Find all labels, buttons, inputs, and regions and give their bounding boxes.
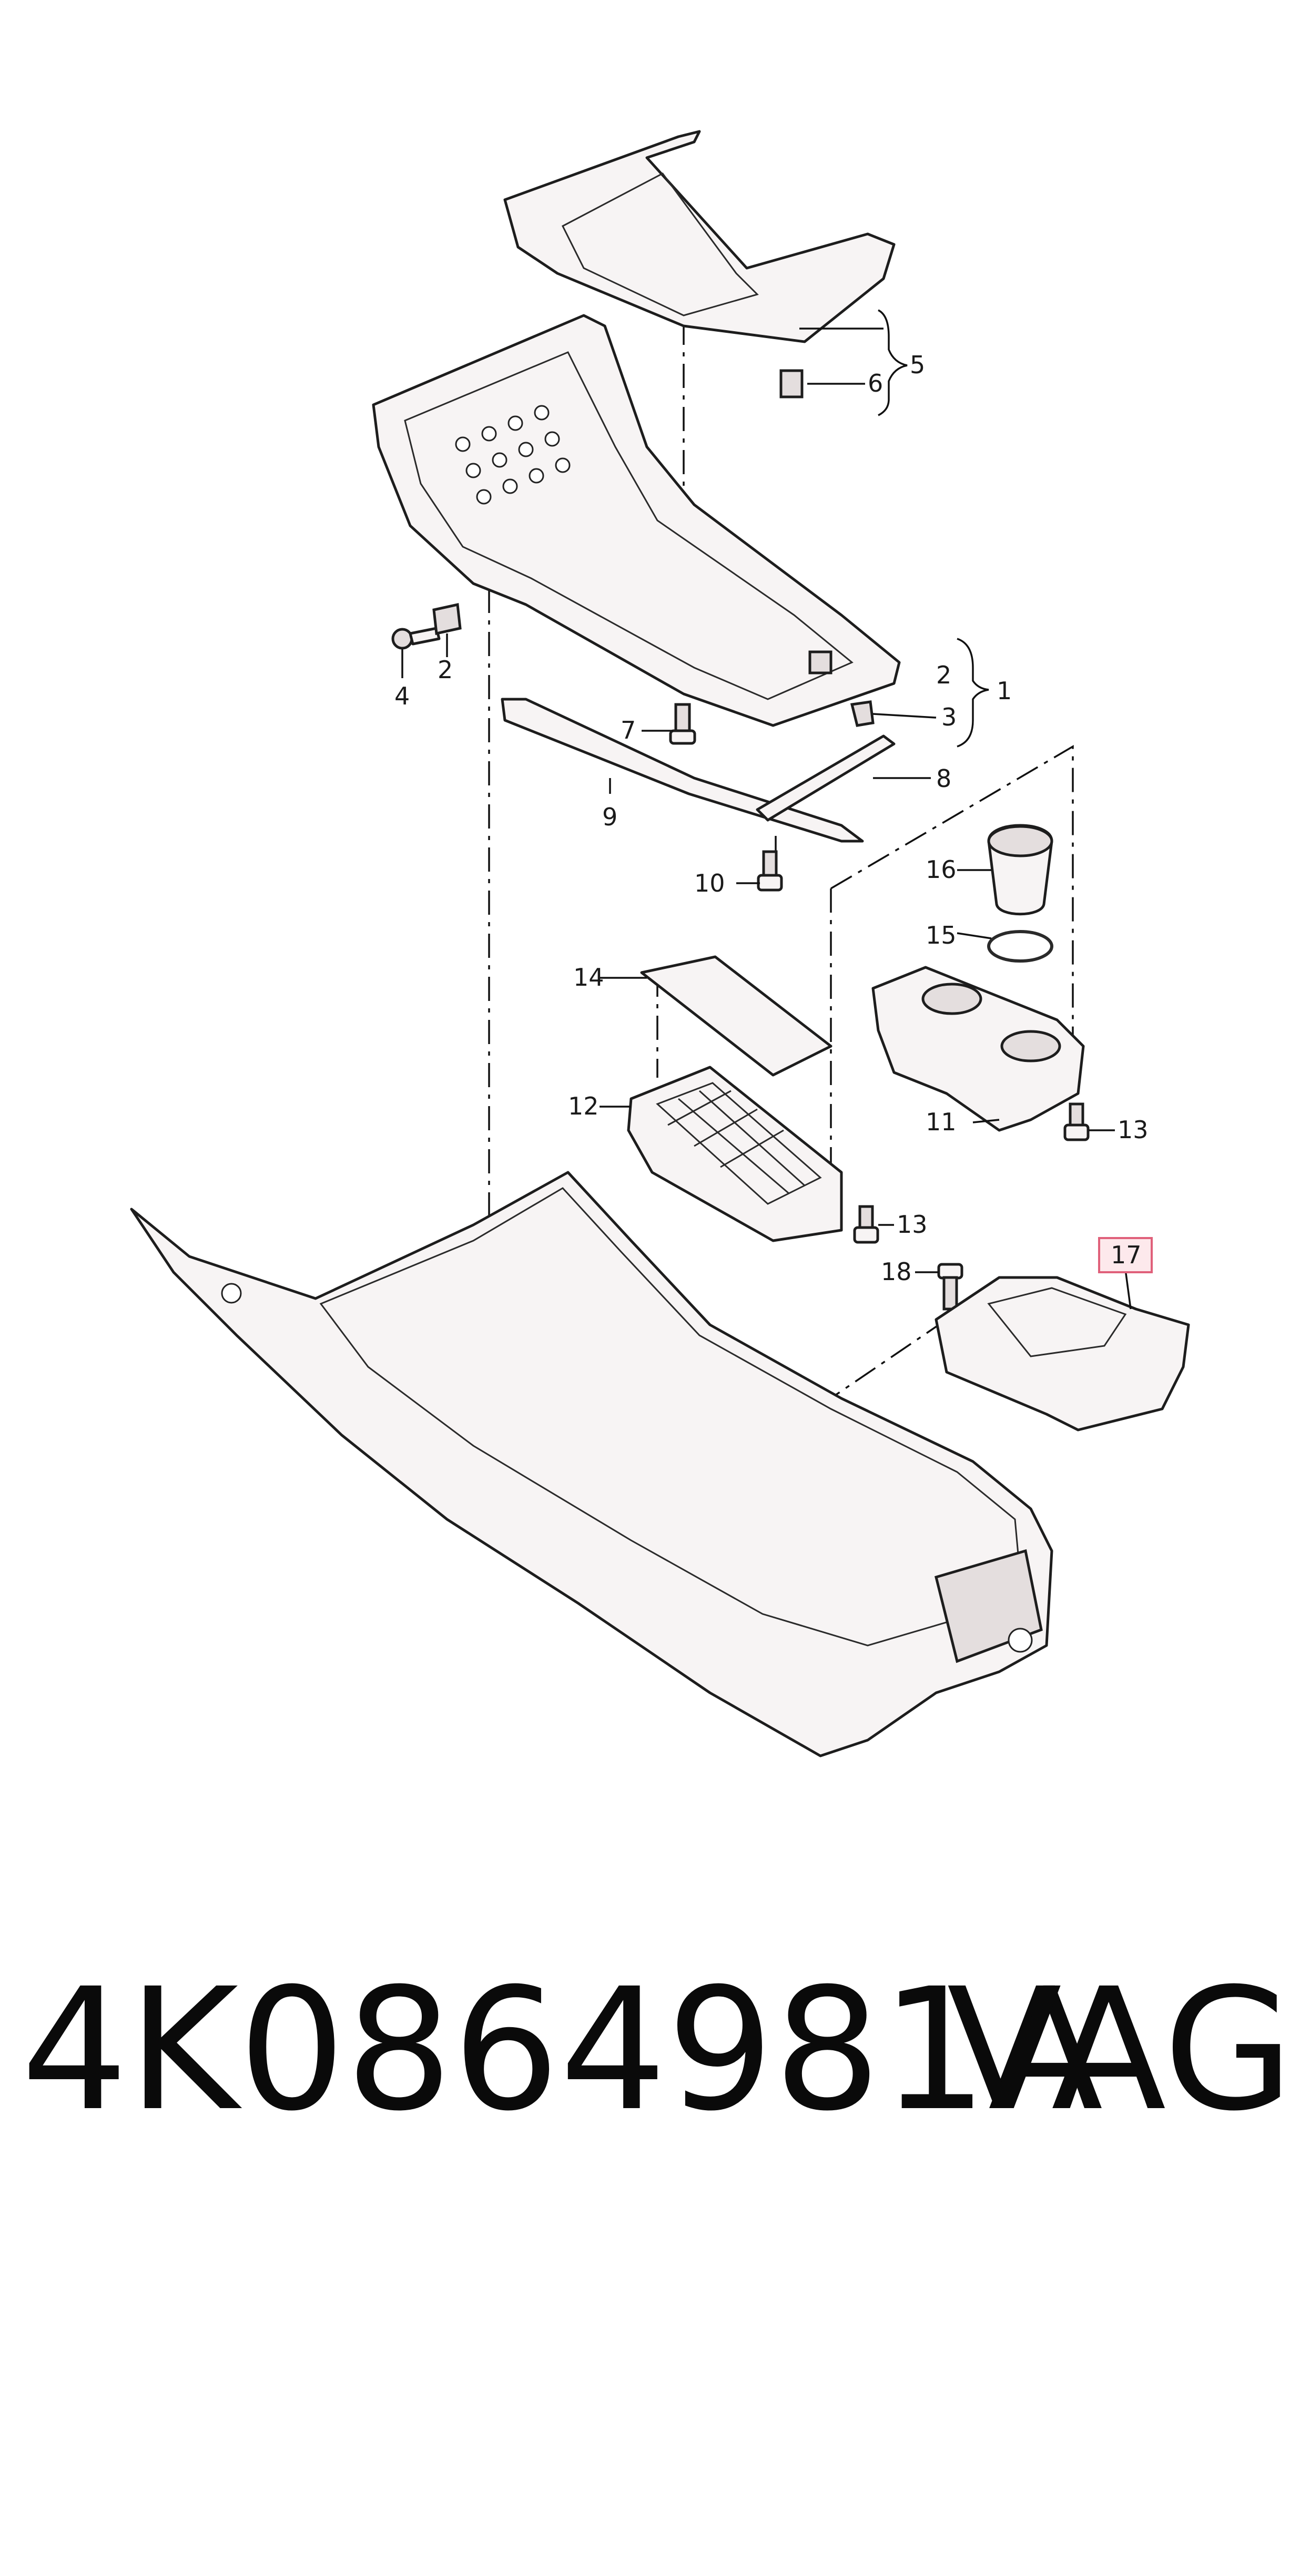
- callout-7: 7: [621, 716, 636, 744]
- callout-labels: 1 2 2 3 4 5 6 7 8 9 10 11 12 13 13 14 15…: [394, 351, 1149, 1286]
- diagram-canvas: 1 2 2 3 4 5 6 7 8 9 10 11 12 13 13 14 15…: [130, 130, 1190, 1757]
- part-screw-4: [391, 627, 441, 650]
- part-number: 4K0864981A: [21, 1953, 1103, 2148]
- callout-5: 5: [910, 351, 925, 379]
- part-pad-14: [640, 955, 832, 1077]
- part-cup-insert-16: [987, 824, 1053, 916]
- callout-18: 18: [881, 1258, 912, 1286]
- callout-13-middle: 13: [897, 1210, 928, 1239]
- callout-11: 11: [926, 1108, 957, 1136]
- callout-14: 14: [573, 963, 604, 991]
- part-clip-3: [850, 700, 875, 727]
- part-module-12: [627, 1066, 843, 1242]
- callout-13-right: 13: [1118, 1116, 1149, 1144]
- part-console-frame: [372, 314, 901, 727]
- part-tray-17: [935, 1276, 1190, 1432]
- exploded-parts-diagram: 1 2 2 3 4 5 6 7 8 9 10 11 12 13 13 14 15…: [21, 130, 1294, 2155]
- callout-10: 10: [694, 869, 725, 897]
- callout-3: 3: [941, 703, 957, 731]
- part-strip-8: [756, 734, 896, 822]
- brand-name: VAG: [947, 1953, 1294, 2148]
- callout-9: 9: [602, 803, 617, 831]
- part-cup-holder-11: [871, 966, 1085, 1132]
- part-ring-15: [987, 930, 1053, 963]
- callout-6: 6: [868, 369, 883, 397]
- caption: 4K0864981A VAG: [21, 1945, 1294, 2155]
- console-frame-holes: [455, 405, 571, 505]
- part-screw-10: [757, 850, 783, 892]
- part-screw-13-middle: [853, 1205, 879, 1244]
- part-clip-2: [432, 602, 462, 636]
- part-clip-6: [779, 369, 804, 398]
- callout-8: 8: [936, 764, 951, 793]
- callout-1: 1: [997, 677, 1012, 705]
- leader-lines: [401, 309, 1132, 1310]
- part-screw-7: [669, 703, 696, 745]
- part-screw-18: [937, 1263, 963, 1311]
- callout-2-left: 2: [438, 656, 453, 684]
- part-console-body: [130, 1171, 1053, 1757]
- callout-16: 16: [926, 855, 957, 884]
- callout-17: 17: [1111, 1241, 1142, 1269]
- callout-15: 15: [926, 921, 957, 949]
- part-trim-panel: [503, 130, 896, 343]
- callout-17-highlight-box: [1098, 1237, 1153, 1273]
- callout-12: 12: [568, 1092, 599, 1120]
- callout-2-right: 2: [936, 661, 951, 689]
- callout-4: 4: [394, 682, 410, 710]
- part-screw-13-right: [1063, 1102, 1090, 1141]
